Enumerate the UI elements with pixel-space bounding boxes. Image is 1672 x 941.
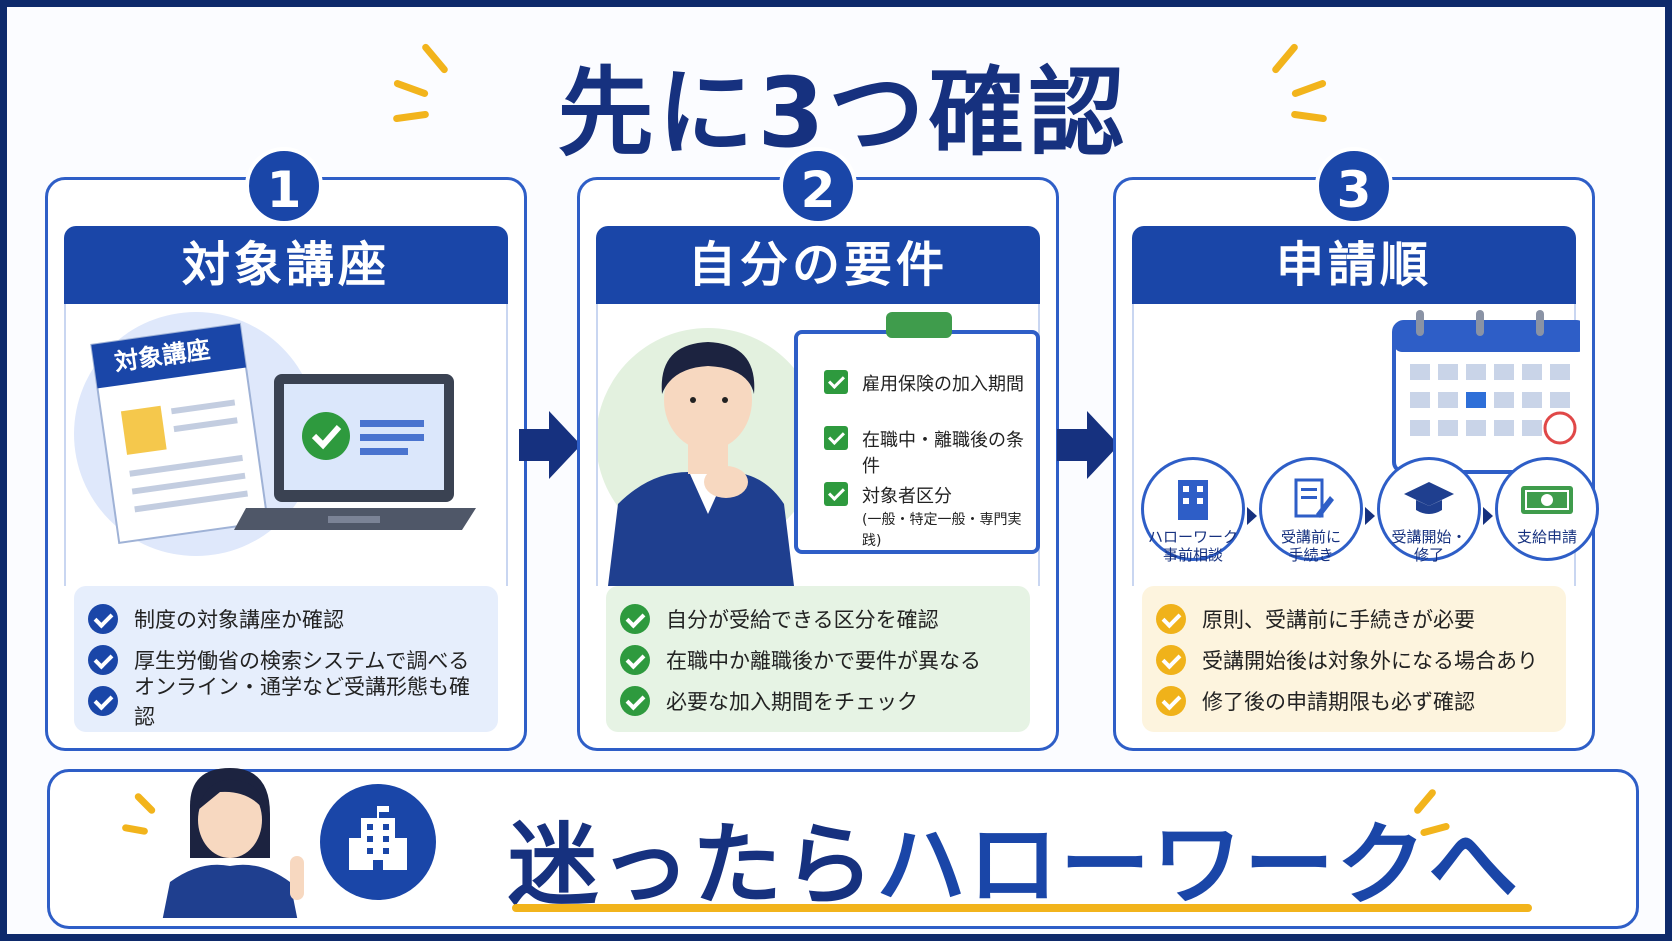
thinking-man-illustration xyxy=(596,328,820,586)
course-illustration: 対象講座 xyxy=(64,304,508,586)
bottom-burst-left xyxy=(121,791,182,852)
bullet-item: 在職中か離職後かで要件が異なる xyxy=(620,639,1016,680)
panel-heading: 自分の要件 xyxy=(596,226,1040,304)
panel-target-course: 対象講座 xyxy=(45,177,527,751)
bottom-message: 迷ったらハローワークへ xyxy=(508,792,1520,922)
check-icon xyxy=(1156,603,1186,634)
step-arrow-icon xyxy=(1247,507,1257,525)
check-icon xyxy=(88,603,118,634)
step-course-start-completion: 受講開始・修了 xyxy=(1377,457,1481,564)
step-number-3: 3 xyxy=(1315,147,1393,225)
check-icon xyxy=(620,644,650,675)
panel-application-order: 申請順 原則、受講前に手続きが必要 受講開始後は対象外になる場合あり 修了後の xyxy=(1113,177,1595,751)
bullet-item: 修了後の申請期限も必ず確認 xyxy=(1156,680,1552,721)
checkbox-checked-icon xyxy=(824,426,848,450)
clipboard-clip-icon xyxy=(886,312,952,338)
money-icon xyxy=(1521,486,1573,514)
bottom-burst-right xyxy=(1390,787,1460,860)
step-arrow-icon xyxy=(1365,507,1375,525)
step-number-1: 1 xyxy=(245,147,323,225)
check-icon xyxy=(1156,644,1186,675)
requirements-illustration: 雇用保険の加入期間 在職中・離職後の条件 対象者区分(一般・特定一般・専門実践) xyxy=(596,304,1040,586)
bullet-item: 原則、受講前に手続きが必要 xyxy=(1156,598,1552,639)
step-pre-course-procedure: 受講前に手続き xyxy=(1259,457,1363,564)
calendar-icon xyxy=(1392,310,1588,474)
panel-own-requirements: 自分の要件 雇用保険の加入期間 在職中・離職後の条件 対象者区分(一般・特定一般… xyxy=(577,177,1059,751)
highlight-underline xyxy=(512,904,1532,912)
panel-heading: 申請順 xyxy=(1132,226,1576,304)
bullet-item: オンライン・通学など受講形態も確認 xyxy=(88,675,484,729)
check-icon xyxy=(620,685,650,716)
office-building-icon xyxy=(349,806,407,870)
bottom-message-dark: 迷ったら xyxy=(508,813,876,918)
arrow-right-icon xyxy=(519,411,581,479)
bullet-item: 受講開始後は対象外になる場合あり xyxy=(1156,639,1552,680)
step-arrow-icon xyxy=(1483,507,1493,525)
document-laptop-illustration xyxy=(74,312,476,556)
step-number-2: 2 xyxy=(779,147,857,225)
checkbox-checked-icon xyxy=(824,482,848,506)
step-benefit-application: 支給申請 xyxy=(1495,457,1599,561)
clipboard-item: 対象者区分(一般・特定一般・専門実践) xyxy=(824,482,1036,550)
bullet-item: 制度の対象講座か確認 xyxy=(88,598,484,639)
bottom-banner: 迷ったらハローワークへ xyxy=(47,768,1639,929)
panel-bullets: 制度の対象講座か確認 厚生労働省の検索システムで調べる オンライン・通学など受講… xyxy=(74,586,498,732)
check-icon xyxy=(1156,685,1186,716)
building-icon xyxy=(1178,480,1208,520)
form-pen-icon xyxy=(1294,478,1334,518)
bottom-message-blue: ハローワークへ xyxy=(876,813,1520,918)
step-hellowork-consult: ハローワーク事前相談 xyxy=(1141,457,1245,564)
checkbox-checked-icon xyxy=(824,370,848,394)
bullet-item: 自分が受給できる区分を確認 xyxy=(620,598,1016,639)
bullet-item: 必要な加入期間をチェック xyxy=(620,680,1016,721)
check-icon xyxy=(88,685,118,716)
clipboard-item: 雇用保険の加入期間 xyxy=(824,370,1024,396)
graduation-cap-icon xyxy=(1404,482,1454,514)
hellowork-badge xyxy=(320,784,436,900)
clipboard-item: 在職中・離職後の条件 xyxy=(824,426,1036,478)
panel-heading: 対象講座 xyxy=(64,226,508,304)
check-icon xyxy=(88,644,118,675)
panel-bullets: 自分が受給できる区分を確認 在職中か離職後かで要件が異なる 必要な加入期間をチェ… xyxy=(606,586,1030,732)
page-title: 先に3つ確認 xyxy=(557,57,1129,169)
calendar-illustration xyxy=(1132,304,1588,586)
bullet-item: 厚生労働省の検索システムで調べる xyxy=(88,639,484,680)
panel-bullets: 原則、受講前に手続きが必要 受講開始後は対象外になる場合あり 修了後の申請期限も… xyxy=(1142,586,1566,732)
clipboard: 雇用保険の加入期間 在職中・離職後の条件 対象者区分(一般・特定一般・専門実践) xyxy=(794,312,1040,554)
woman-pointing-illustration xyxy=(162,768,304,918)
check-icon xyxy=(620,603,650,634)
